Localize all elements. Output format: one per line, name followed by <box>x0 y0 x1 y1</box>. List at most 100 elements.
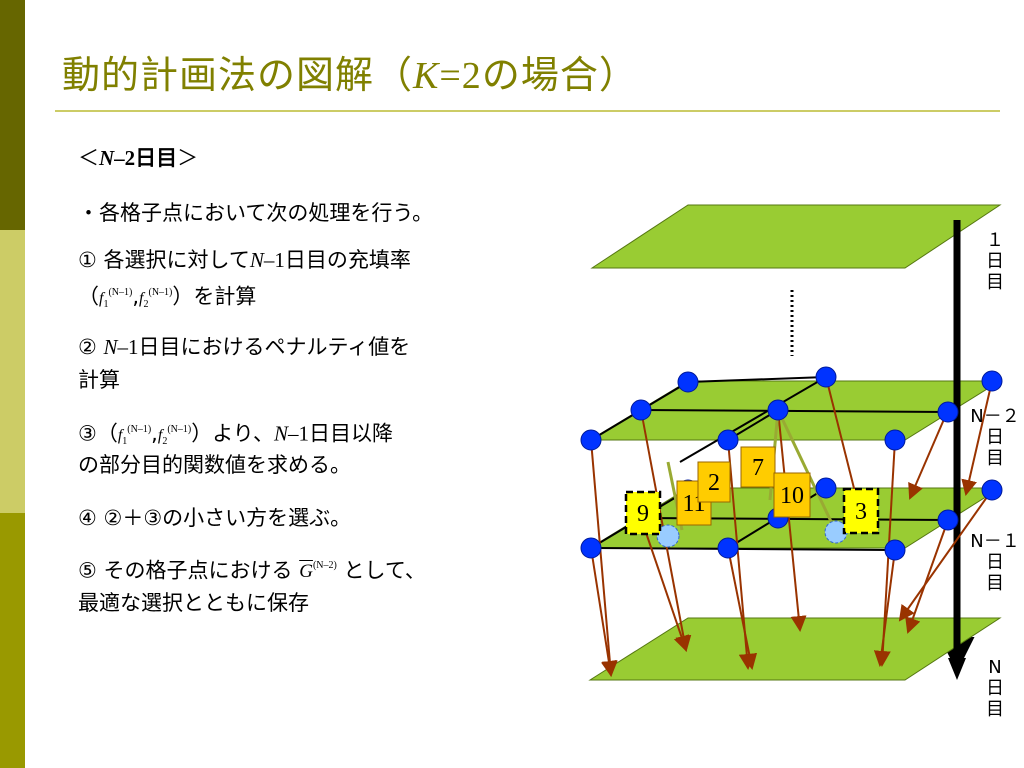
l3close: ）を計算 <box>172 284 257 309</box>
day1-c1: 日 <box>986 251 1004 272</box>
node <box>767 399 789 421</box>
l2n: N <box>249 248 264 272</box>
l6c: 日目以降 <box>308 421 393 446</box>
title-k-eq: =2 <box>439 55 482 97</box>
label-day-n-minus-1: N－１ 日 目 <box>962 531 1024 594</box>
heading-n: N <box>99 146 115 170</box>
value-box-label: 7 <box>752 455 764 481</box>
l4m: –1 <box>117 335 139 359</box>
value-box-2: 2 <box>697 461 731 503</box>
day1-c2: 目 <box>986 272 1004 293</box>
candidate-node-left <box>656 524 680 548</box>
l9a: ⑤ その格子点における <box>78 558 293 583</box>
f1-sup: (N–1) <box>108 287 133 298</box>
label-day-n: N 日 目 <box>980 657 1010 720</box>
node <box>884 429 906 451</box>
g-sup: (N–2) <box>312 560 337 571</box>
line-8: ④ ②＋③の小さい方を選ぶ。 <box>78 503 548 533</box>
sidebar-bar-bottom <box>0 513 25 768</box>
line-2: ① 各選択に対してN–1日目の充填率 <box>78 245 548 275</box>
line-6: ③（f1(N–1),f2(N–1)）より、N–1日目以降 <box>78 417 548 458</box>
sidebar-bar-middle <box>0 230 25 513</box>
value-box-rect <box>740 446 776 488</box>
heading-day: 日目 <box>135 146 178 170</box>
l6m: –1 <box>287 421 309 446</box>
value-box-10: 10 <box>773 472 811 518</box>
line-9: ⑤ その格子点における G(N–2) として、 <box>78 553 548 587</box>
f1-f: f <box>99 290 104 308</box>
node <box>981 370 1003 392</box>
value-box-label: 3 <box>855 499 867 525</box>
dayN1-c2: 目 <box>986 573 1004 594</box>
value-box-11: 11 <box>676 480 712 526</box>
title-main: 動的計画法の図解（ <box>62 53 414 97</box>
l2a: ① 各選択に対して <box>78 248 250 272</box>
title-divider <box>55 110 1000 112</box>
node <box>937 509 959 531</box>
transition-arrows <box>590 376 993 677</box>
line-3: （f1(N–1),f2(N–1)）を計算 <box>78 280 548 321</box>
formula-f2b: f2(N–1) <box>158 424 192 448</box>
sidebar-bar-top <box>0 0 25 230</box>
lattice-nodes <box>580 366 1003 561</box>
value-box-3: 3 <box>842 487 880 535</box>
node <box>815 477 837 499</box>
l8: ④ ②＋③の小さい方を選ぶ。 <box>78 506 352 530</box>
g-letter: G <box>299 561 313 583</box>
plane-day-n <box>588 617 1002 681</box>
node <box>937 401 959 423</box>
formula-f1b: f1(N–1) <box>118 424 151 448</box>
value-box-label: 2 <box>708 470 720 496</box>
line-1: ・各格子点において次の処理を行う。 <box>78 198 548 228</box>
f2b-sup: (N–1) <box>167 424 192 435</box>
dayN-c2: 目 <box>986 699 1004 720</box>
dayN2-c1: 日 <box>986 427 1004 448</box>
l4a: ② <box>78 335 97 359</box>
slide-title: 動的計画法の図解（K=2の場合） <box>62 44 638 99</box>
line-4: ② N–1日目におけるペナルティ値を <box>78 332 548 362</box>
value-box-label: 10 <box>780 483 804 509</box>
f1b-sub: 1 <box>122 436 128 448</box>
dayN-c0: N <box>988 657 1002 678</box>
label-day-1: １ 日 目 <box>980 230 1010 293</box>
value-box-rect <box>842 487 880 535</box>
value-box-rect <box>773 472 811 518</box>
f2-sub: 2 <box>143 299 149 311</box>
node <box>717 429 739 451</box>
plane-day-1 <box>590 204 1002 269</box>
formula-g: G(N–2) <box>299 560 337 583</box>
node <box>815 366 837 388</box>
value-box-rect <box>697 461 731 503</box>
l2m: –1 <box>263 248 285 272</box>
formula-f2: f2(N–1) <box>139 287 173 311</box>
line-5: 計算 <box>78 365 548 395</box>
line-7: の部分目的関数値を求める。 <box>78 450 548 480</box>
node <box>981 479 1003 501</box>
l3open: （ <box>78 284 99 309</box>
node <box>580 537 602 559</box>
comma-1: , <box>132 284 140 309</box>
f2b-sub: 2 <box>162 436 168 448</box>
comma-2: , <box>151 421 158 446</box>
formula-f1: f1(N–1) <box>99 287 133 311</box>
title-suffix: の場合） <box>481 53 638 97</box>
l6b: ）より、 <box>191 421 274 446</box>
section-heading: ＜N–2日目＞ <box>78 143 548 173</box>
dayN2-c0: N－２ <box>970 406 1020 427</box>
l10: 最適な選択とともに保存 <box>78 591 309 615</box>
black-day-axis-arrowhead <box>948 658 966 680</box>
value-box-label: 9 <box>637 501 649 527</box>
f2-sup: (N–1) <box>148 287 173 298</box>
node <box>630 399 652 421</box>
l9b: として、 <box>343 558 426 583</box>
node <box>677 371 699 393</box>
l4n: N <box>103 335 118 359</box>
node <box>884 539 906 561</box>
l4b: 日目におけるペナルティ値を <box>138 335 411 359</box>
day1-c0: １ <box>986 230 1004 251</box>
dayN-c1: 日 <box>986 678 1004 699</box>
value-box-9: 9 <box>624 490 662 536</box>
l2b: 日目の充填率 <box>284 248 411 272</box>
dayN2-c2: 目 <box>986 448 1004 469</box>
